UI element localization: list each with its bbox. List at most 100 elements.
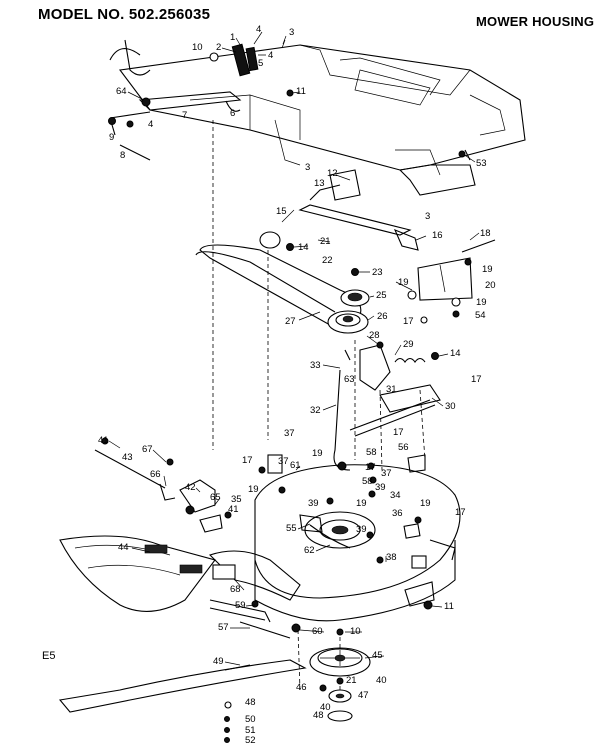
- part-label: 17: [242, 455, 253, 466]
- part-label: 8: [120, 150, 125, 161]
- part-label: 58: [366, 447, 377, 458]
- part-label: 17: [365, 462, 376, 473]
- part-label: 26: [377, 311, 388, 322]
- part-label: 67: [142, 444, 153, 455]
- part-label: 15: [276, 206, 287, 217]
- part-label: 61: [290, 460, 301, 471]
- part-label: 34: [390, 490, 401, 501]
- part-label: 19: [420, 498, 431, 509]
- part-label: 17: [455, 507, 466, 518]
- adjustment-rods: [94, 437, 301, 639]
- part-label: 40: [320, 702, 331, 713]
- part-label: 41: [98, 435, 109, 446]
- part-labels: 1 2 3 4 4 5 6 7 8 9 10 4 64 11 12 13 3 5…: [98, 24, 496, 744]
- tractor-frame: [109, 39, 526, 196]
- part-label: 68: [230, 584, 241, 595]
- part-label: 19: [398, 277, 409, 288]
- part-label: 25: [376, 290, 387, 301]
- part-label: 37: [278, 456, 289, 467]
- part-label: 48: [245, 697, 256, 708]
- part-label: 7: [182, 110, 187, 121]
- part-label: 19: [476, 297, 487, 308]
- part-label: 5: [258, 58, 263, 69]
- part-label: 37: [381, 468, 392, 479]
- part-label: 2: [216, 42, 221, 53]
- part-label: 9: [109, 132, 114, 143]
- part-label: 10: [192, 42, 203, 53]
- part-label: 39: [375, 482, 386, 493]
- part-label: 63: [344, 374, 355, 385]
- part-label: 37: [284, 428, 295, 439]
- part-label: 58: [362, 476, 373, 487]
- part-label: 40: [376, 675, 387, 686]
- part-label: 32: [310, 405, 321, 416]
- part-label: 35: [231, 494, 242, 505]
- part-label: 46: [296, 682, 307, 693]
- part-label: 39: [308, 498, 319, 509]
- part-label: 62: [304, 545, 315, 556]
- lift-linkage: [108, 39, 294, 161]
- part-label: 17: [403, 316, 414, 327]
- part-label: 50: [245, 714, 256, 725]
- part-label: 10: [350, 626, 361, 637]
- page-code: E5: [42, 650, 56, 662]
- part-label: 47: [358, 690, 369, 701]
- part-label: 65: [210, 492, 221, 503]
- part-label: 31: [386, 384, 397, 395]
- part-label: 39: [356, 524, 367, 535]
- blade-spindle-assembly: [58, 628, 371, 743]
- part-label: 66: [150, 469, 161, 480]
- part-label: 13: [314, 178, 325, 189]
- part-label: 20: [485, 280, 496, 291]
- part-label: 57: [218, 622, 229, 633]
- part-label: 16: [432, 230, 443, 241]
- part-label: 48: [313, 710, 324, 721]
- idler-and-link-assembly: [333, 316, 441, 471]
- part-label: 17: [471, 374, 482, 385]
- part-label: 19: [482, 264, 493, 275]
- part-label: 11: [444, 601, 454, 612]
- part-label: 4: [268, 50, 273, 61]
- discharge-chute: [59, 535, 301, 612]
- mower-deck-housing: [254, 454, 461, 622]
- part-label: 53: [476, 158, 487, 169]
- part-label: 59: [235, 600, 246, 611]
- part-label: 33: [310, 360, 321, 371]
- part-label: 19: [356, 498, 367, 509]
- part-label: 55: [286, 523, 297, 534]
- part-label: 36: [392, 508, 403, 519]
- part-label: 27: [285, 316, 296, 327]
- part-label: 14: [450, 348, 461, 359]
- part-label: 23: [372, 267, 383, 278]
- part-label: 54: [475, 310, 486, 321]
- part-label: 49: [213, 656, 224, 667]
- reference-lines: [212, 120, 356, 700]
- part-label: 18: [480, 228, 491, 239]
- part-label: 45: [372, 650, 383, 661]
- drive-belt-assembly: [195, 169, 419, 334]
- part-label: 22: [322, 255, 333, 266]
- part-label: 41: [228, 504, 239, 515]
- part-label: 3: [425, 211, 430, 222]
- part-label: 3: [289, 27, 294, 38]
- part-label: 1: [230, 32, 235, 43]
- part-label: 38: [386, 552, 397, 563]
- part-label: 19: [312, 448, 323, 459]
- part-label: 17: [393, 427, 404, 438]
- part-label: 11: [296, 86, 306, 97]
- part-label: 30: [445, 401, 456, 412]
- part-label: 12: [327, 168, 338, 179]
- part-label: 19: [248, 484, 259, 495]
- part-label: 28: [369, 330, 380, 341]
- part-label: 3: [305, 162, 310, 173]
- part-label: 21: [346, 675, 357, 686]
- section-title: MOWER HOUSING: [476, 14, 595, 29]
- part-label: 52: [245, 735, 256, 744]
- part-label: 14: [298, 242, 309, 253]
- part-label: 44: [118, 542, 129, 553]
- model-number-title: MODEL NO. 502.256035: [38, 6, 211, 23]
- part-label: 51: [245, 725, 256, 736]
- part-label: 42: [185, 482, 196, 493]
- part-label: 4: [256, 24, 261, 35]
